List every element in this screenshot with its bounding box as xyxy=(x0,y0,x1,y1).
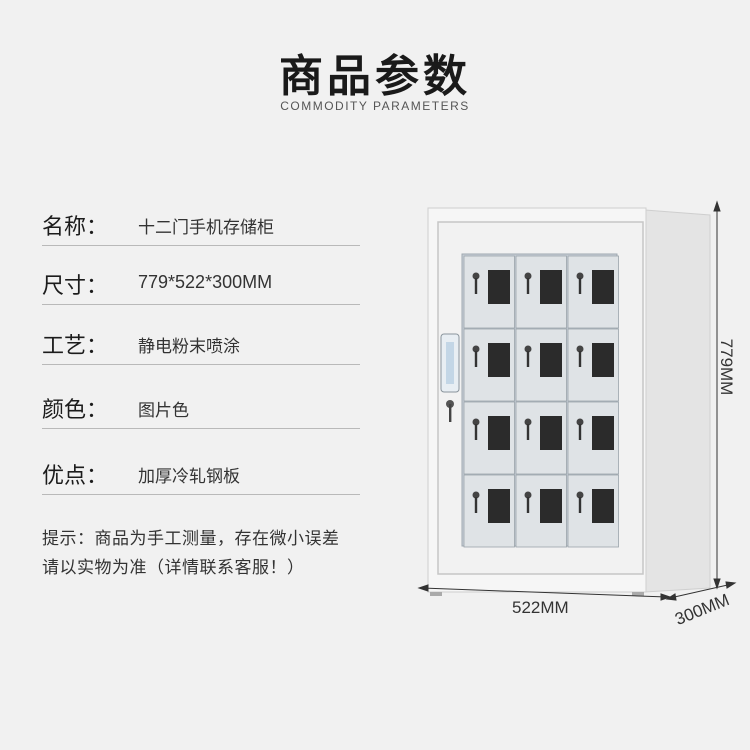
page-subtitle: COMMODITY PARAMETERS xyxy=(280,99,470,113)
door-key-icon xyxy=(449,404,452,422)
arrow-down-icon xyxy=(713,578,721,590)
compartment-grid xyxy=(463,255,619,548)
arrow-left-icon xyxy=(665,593,677,601)
arrow-left-icon xyxy=(417,584,429,592)
width-dimension-line xyxy=(421,587,668,598)
width-dimension-label: 522MM xyxy=(512,598,569,617)
key-icon xyxy=(474,351,478,367)
key-icon xyxy=(526,424,530,440)
compartment-window xyxy=(592,416,614,450)
param-label: 颜色： xyxy=(42,398,109,423)
compartment-window xyxy=(488,343,510,377)
lock-icon xyxy=(524,272,532,280)
height-dimension-label: 779MM xyxy=(717,338,736,396)
cabinet-foot-right xyxy=(632,592,644,596)
lock-icon xyxy=(524,345,532,353)
door-handle-grip xyxy=(446,342,454,384)
compartment-window xyxy=(540,416,562,450)
compartment-window xyxy=(592,270,614,304)
key-icon xyxy=(474,424,478,440)
lock-icon xyxy=(576,491,584,499)
param-value: 静电粉末喷涂 xyxy=(138,337,240,357)
compartment-window xyxy=(540,489,562,523)
compartment-window xyxy=(540,270,562,304)
cabinet-side-panel xyxy=(644,209,711,593)
page-title: 商品参数 xyxy=(279,51,471,102)
compartment-window xyxy=(488,270,510,304)
param-row-advantage: 优点： 加厚冷轧钢板 xyxy=(42,454,360,495)
key-icon xyxy=(578,497,582,513)
arrow-up-icon xyxy=(713,200,721,212)
lock-icon xyxy=(472,418,480,426)
param-row-craft: 工艺： 静电粉末喷涂 xyxy=(42,324,360,365)
key-icon xyxy=(526,497,530,513)
param-label: 工艺： xyxy=(42,334,109,359)
key-icon xyxy=(526,351,530,367)
param-value: 加厚冷轧钢板 xyxy=(138,467,240,487)
param-value: 十二门手机存储柜 xyxy=(138,218,274,238)
param-label: 名称： xyxy=(42,215,109,240)
lock-icon xyxy=(576,418,584,426)
param-value: 图片色 xyxy=(138,401,189,421)
note-line-1: 提示：商品为手工测量，存在微小误差 xyxy=(42,529,340,549)
compartment-window xyxy=(540,343,562,377)
depth-dimension-line xyxy=(669,583,733,599)
lock-icon xyxy=(472,345,480,353)
lock-icon xyxy=(524,418,532,426)
arrow-right-icon xyxy=(725,581,737,589)
compartment-window xyxy=(488,416,510,450)
key-icon xyxy=(526,278,530,294)
lock-icon xyxy=(576,272,584,280)
param-row-name: 名称： 十二门手机存储柜 xyxy=(42,205,360,246)
param-label: 尺寸： xyxy=(42,274,109,299)
note-line-2: 请以实物为准（详情联系客服！） xyxy=(42,558,305,578)
cabinet-foot-left xyxy=(430,592,442,596)
key-icon xyxy=(578,278,582,294)
compartment-window xyxy=(488,489,510,523)
key-icon xyxy=(578,351,582,367)
param-row-size: 尺寸： 779*522*300MM xyxy=(42,264,360,305)
lock-icon xyxy=(472,272,480,280)
compartment-window xyxy=(592,489,614,523)
lock-icon xyxy=(576,345,584,353)
param-value: 779*522*300MM xyxy=(138,272,273,292)
key-icon xyxy=(474,278,478,294)
lock-icon xyxy=(524,491,532,499)
compartment-window xyxy=(592,343,614,377)
lock-icon xyxy=(472,491,480,499)
key-icon xyxy=(474,497,478,513)
key-icon xyxy=(578,424,582,440)
arrow-right-icon xyxy=(660,593,672,601)
param-row-color: 颜色： 图片色 xyxy=(42,388,360,429)
param-label: 优点： xyxy=(42,464,109,489)
